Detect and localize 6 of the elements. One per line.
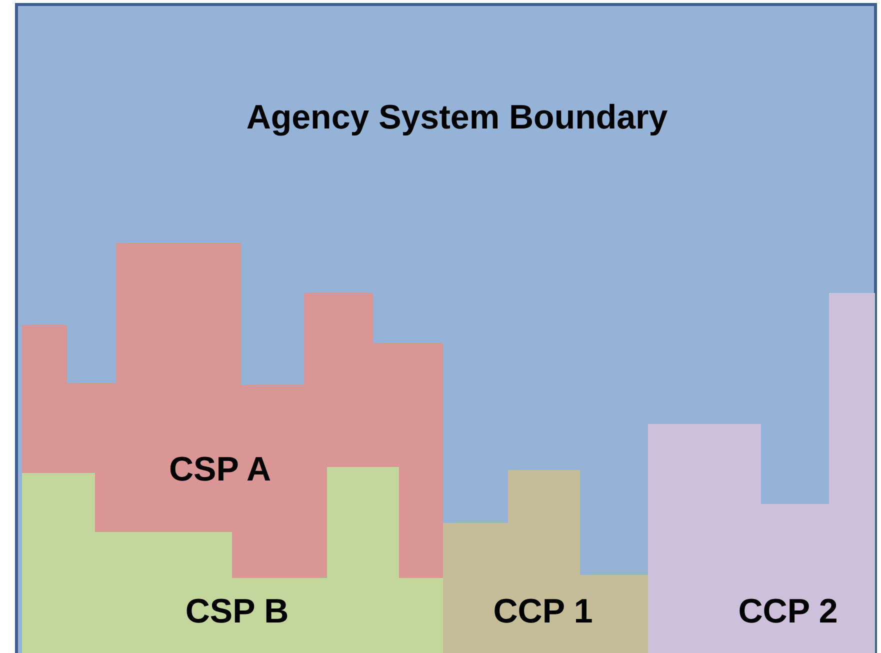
boundary-label: Agency System Boundary <box>246 98 668 138</box>
provider-label: CSP B <box>185 592 289 632</box>
provider-label: CSP A <box>168 450 272 490</box>
provider-label: CCP 1 <box>493 592 593 632</box>
provider-label: CCP 2 <box>738 592 838 632</box>
boundary-box <box>15 3 877 653</box>
